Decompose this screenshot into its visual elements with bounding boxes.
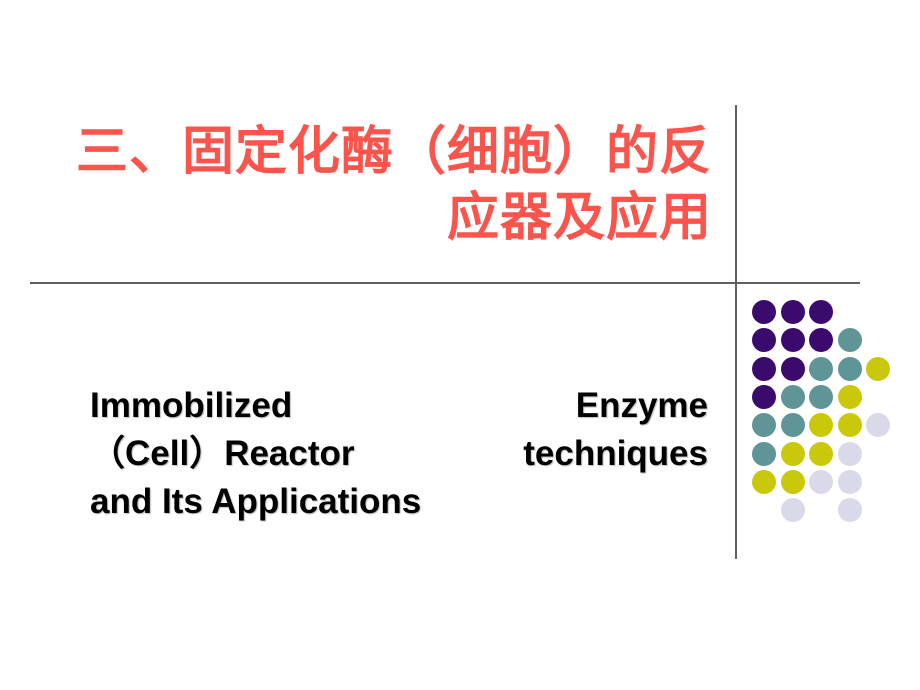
slide-subtitle: Immobilized Enzyme （Cell）Reactor techniq… xyxy=(90,382,708,526)
decorative-dot xyxy=(752,356,776,381)
decorative-dot xyxy=(752,441,776,466)
decorative-dot xyxy=(809,356,833,381)
decorative-dot xyxy=(809,300,833,324)
subtitle-line2: （Cell）Reactor techniques xyxy=(90,430,708,478)
decorative-dot xyxy=(809,469,833,494)
subtitle-line1-right: Enzyme xyxy=(575,386,708,425)
decorative-dot xyxy=(866,356,890,381)
subtitle-line2-left: （Cell）Reactor xyxy=(90,434,355,473)
subtitle-line3: and Its Applications xyxy=(90,482,422,521)
decorative-dot xyxy=(752,413,776,438)
decorative-dot xyxy=(780,328,805,353)
decorative-dot xyxy=(752,300,776,324)
decorative-dot xyxy=(780,356,805,381)
subtitle-line1: Immobilized Enzyme xyxy=(90,382,708,430)
decorative-dot xyxy=(752,469,776,494)
decorative-dot xyxy=(809,413,833,438)
decorative-dot xyxy=(837,498,862,523)
decorative-dot xyxy=(837,441,862,466)
decorative-dot xyxy=(866,413,890,438)
decorative-dot xyxy=(809,441,833,466)
decorative-dot xyxy=(837,356,862,381)
decorative-dot xyxy=(780,384,805,409)
decorative-dot xyxy=(837,384,862,409)
decorative-dot xyxy=(837,328,862,353)
decorative-dot xyxy=(780,300,805,324)
decorative-dot xyxy=(780,469,805,494)
slide-title-line1: 三、固定化酶（细胞）的反 xyxy=(75,124,712,181)
decorative-dot xyxy=(780,413,805,438)
vertical-divider-line xyxy=(735,105,737,559)
subtitle-line2-right: techniques xyxy=(523,434,708,473)
decorative-dot xyxy=(837,469,862,494)
decorative-dot xyxy=(752,328,776,353)
decorative-dot xyxy=(780,441,805,466)
slide-title: 三、固定化酶（细胞）的反 应器及应用 xyxy=(56,120,712,252)
decorative-dot xyxy=(837,413,862,438)
subtitle-line1-left: Immobilized xyxy=(90,386,293,425)
decorative-dot xyxy=(780,498,805,523)
decorative-dot xyxy=(809,384,833,409)
slide-title-line2: 应器及应用 xyxy=(446,190,712,247)
decorative-dot xyxy=(809,328,833,353)
decorative-dot xyxy=(752,384,776,409)
horizontal-divider-line xyxy=(30,282,860,284)
